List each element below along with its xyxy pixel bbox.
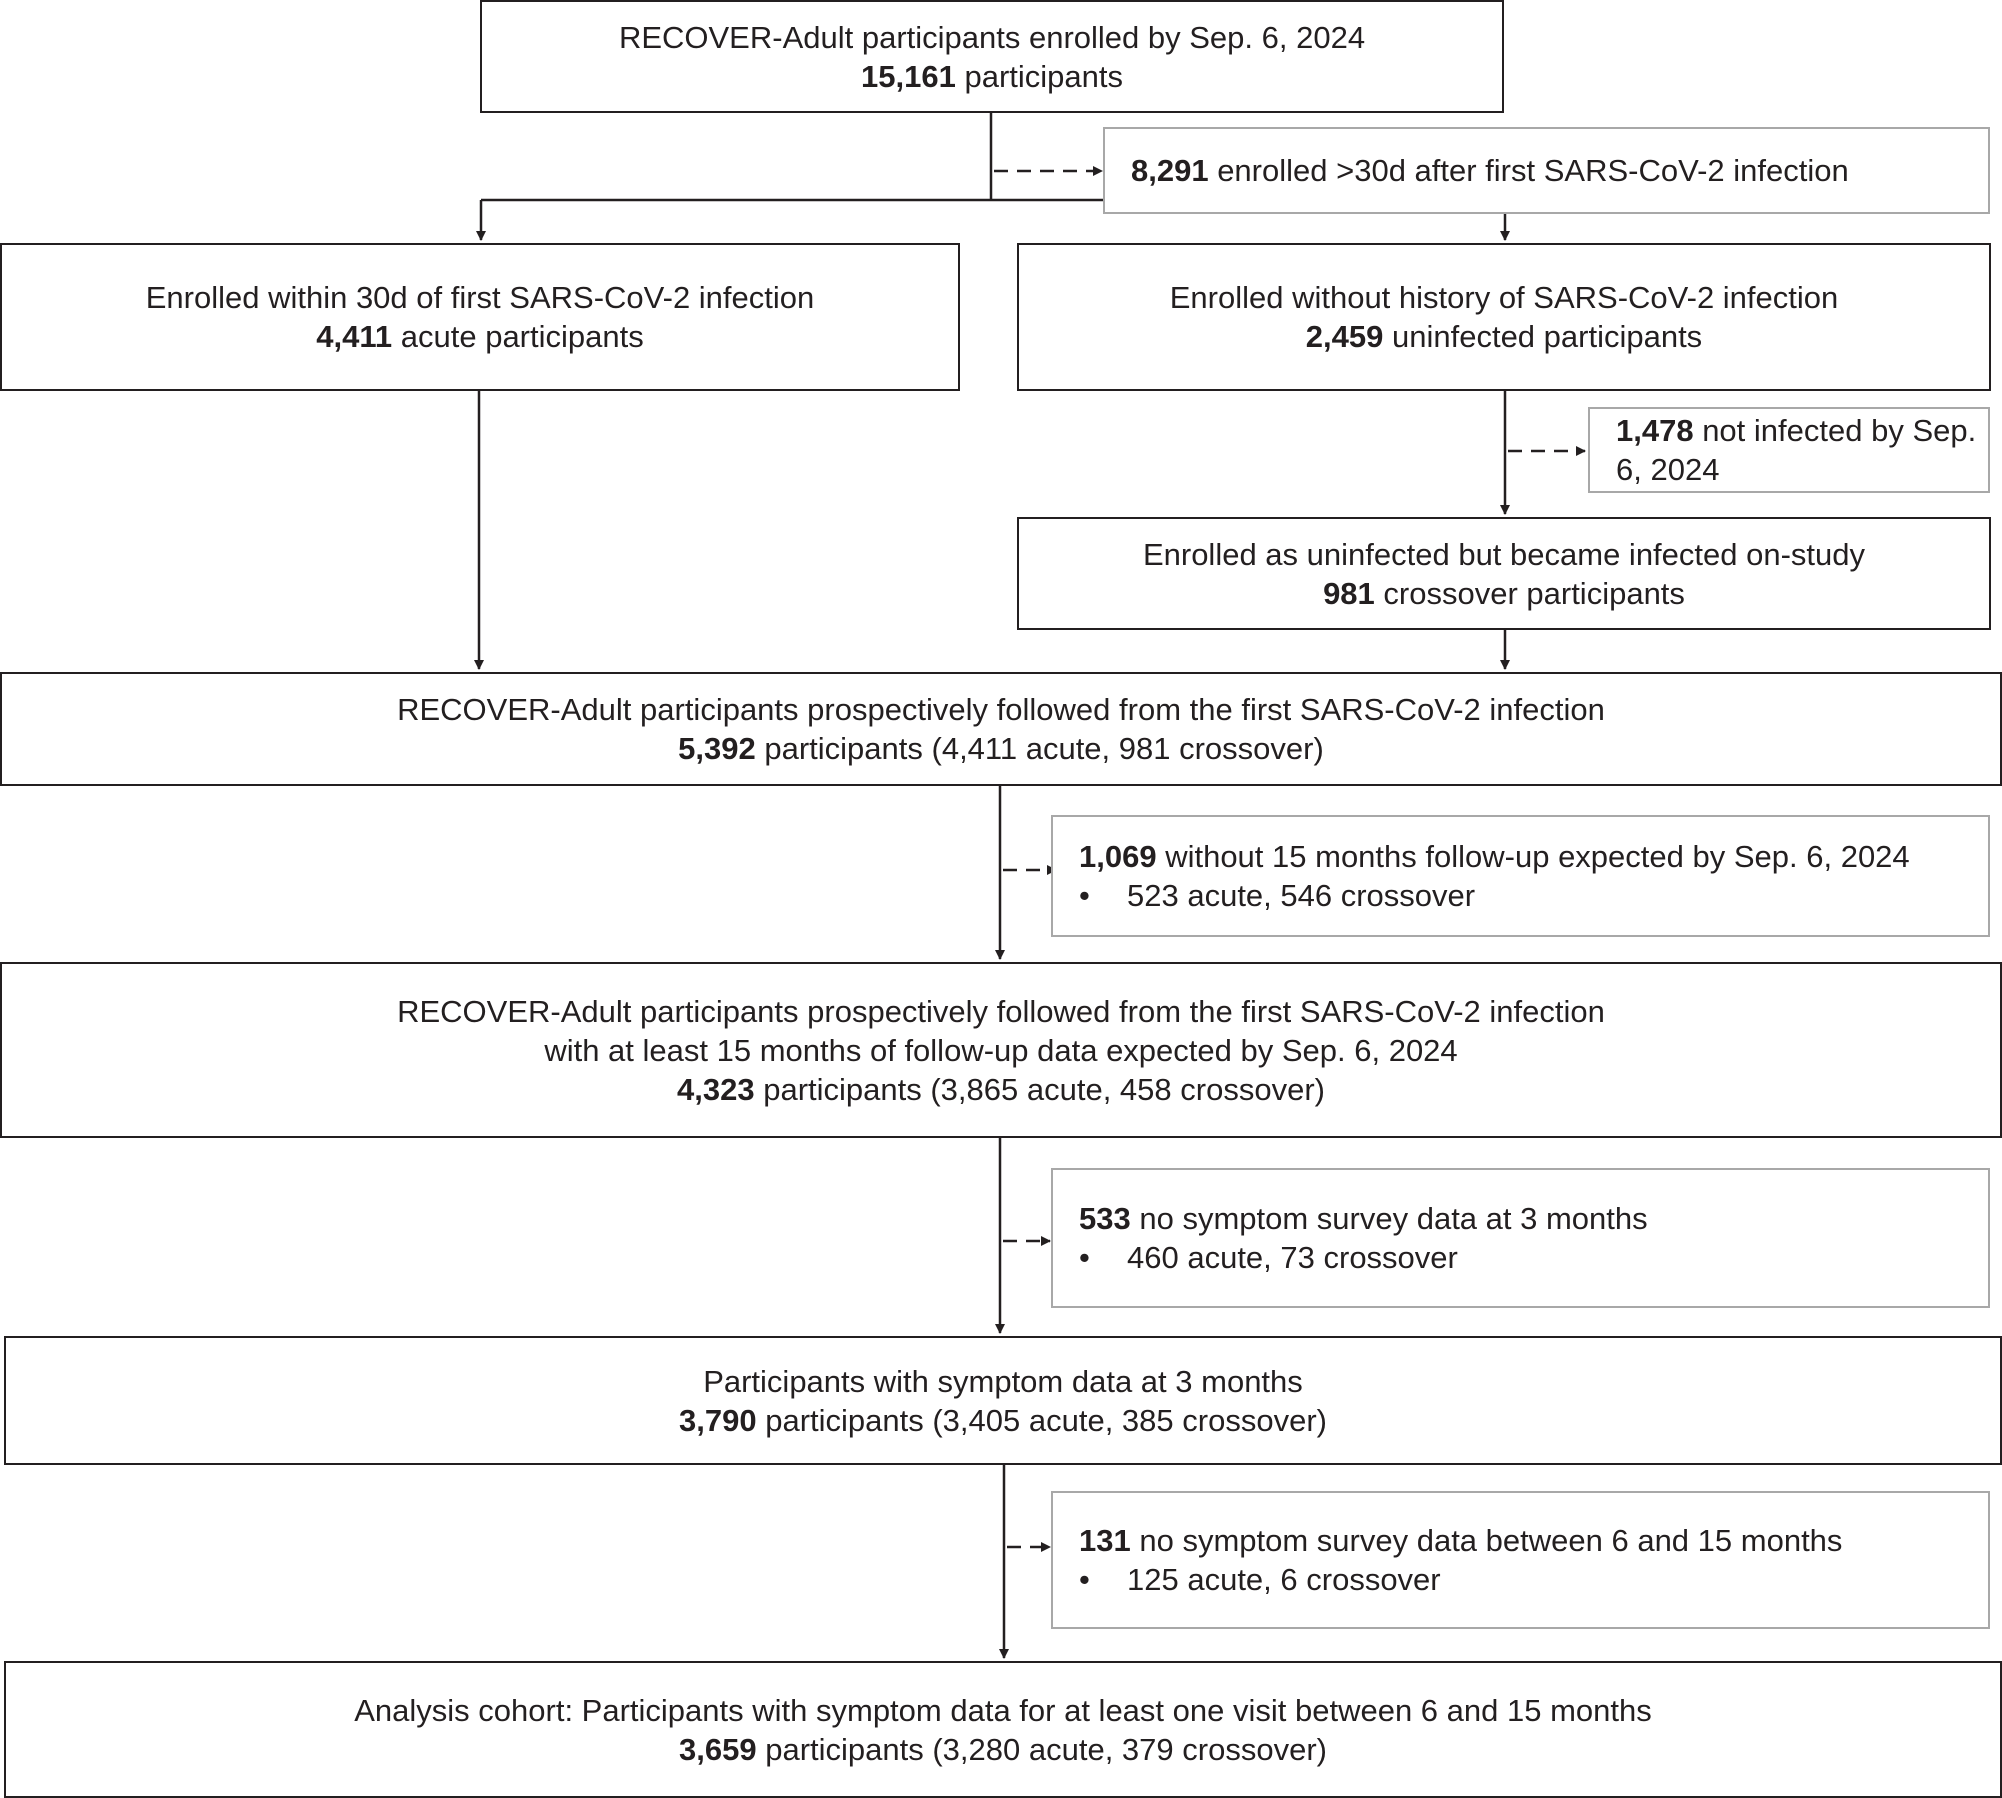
enrolled-count-suffix: participants <box>955 58 1123 94</box>
followed-15m-count: 4,323 <box>677 1071 755 1107</box>
not-infected-line: 1,478 not infected by Sep. 6, 2024 <box>1616 411 1988 489</box>
acute-box: Enrolled within 30d of first SARS-CoV-2 … <box>0 243 960 391</box>
followed-title: RECOVER-Adult participants prospectively… <box>397 692 1605 727</box>
enrolled-count-line: 15,161 participants <box>861 57 1123 96</box>
excluded-followup-line: 1,069 without 15 months follow-up expect… <box>1079 837 1988 876</box>
followed-count-line: 5,392 participants (4,411 acute, 981 cro… <box>678 729 1324 768</box>
uninfected-box: Enrolled without history of SARS-CoV-2 i… <box>1017 243 1991 391</box>
acute-title: Enrolled within 30d of first SARS-CoV-2 … <box>145 280 815 315</box>
excluded-6-15m-detail-row: • 125 acute, 6 crossover <box>1079 1560 1988 1599</box>
symptom-3m-count-line: 3,790 participants (3,405 acute, 385 cro… <box>679 1401 1327 1440</box>
followed-15m-box: RECOVER-Adult participants prospectively… <box>0 962 2002 1138</box>
acute-count: 4,411 <box>316 319 393 354</box>
acute-count-line: 4,411 acute participants <box>316 317 643 356</box>
followed-15m-subtitle: with at least 15 months of follow-up dat… <box>544 1032 1458 1068</box>
excluded-30d-text: enrolled >30d after first SARS-CoV-2 inf… <box>1208 153 1849 188</box>
followed-15m-count-line: 4,323 participants (3,865 acute, 458 cro… <box>677 1070 1325 1109</box>
excluded-6-15m-box: 131 no symptom survey data between 6 and… <box>1051 1491 1990 1629</box>
symptom-3m-count-suffix: participants (3,405 acute, 385 crossover… <box>756 1402 1327 1438</box>
symptom-3m-box: Participants with symptom data at 3 mont… <box>4 1336 2002 1465</box>
not-infected-box: 1,478 not infected by Sep. 6, 2024 <box>1588 407 1990 493</box>
excluded-followup-box: 1,069 without 15 months follow-up expect… <box>1051 815 1990 937</box>
bullet-icon: • <box>1079 1562 1090 1597</box>
excluded-6-15m-text: no symptom survey data between 6 and 15 … <box>1130 1523 1843 1558</box>
acute-count-suffix: acute participants <box>392 319 644 354</box>
not-infected-text: not infected by Sep. 6, 2024 <box>1616 413 1977 487</box>
excluded-30d-line: 8,291 enrolled >30d after first SARS-CoV… <box>1131 151 1988 190</box>
followed-15m-count-suffix: participants (3,865 acute, 458 crossover… <box>754 1071 1325 1107</box>
excluded-3m-line: 533 no symptom survey data at 3 months <box>1079 1199 1988 1238</box>
excluded-6-15m-line: 131 no symptom survey data between 6 and… <box>1079 1521 1988 1560</box>
excluded-followup-text: without 15 months follow-up expected by … <box>1156 839 1910 874</box>
uninfected-count-line: 2,459 uninfected participants <box>1306 317 1702 356</box>
excluded-3m-count: 533 <box>1079 1201 1131 1236</box>
analysis-count-suffix: participants (3,280 acute, 379 crossover… <box>756 1731 1327 1767</box>
crossover-box: Enrolled as uninfected but became infect… <box>1017 517 1991 630</box>
excluded-followup-detail-row: • 523 acute, 546 crossover <box>1079 876 1988 915</box>
symptom-3m-title: Participants with symptom data at 3 mont… <box>703 1363 1303 1399</box>
crossover-count-suffix: crossover participants <box>1374 575 1685 611</box>
uninfected-title: Enrolled without history of SARS-CoV-2 i… <box>1169 280 1839 315</box>
crossover-count-line: 981 crossover participants <box>1323 574 1685 613</box>
followed-count-suffix: participants (4,411 acute, 981 crossover… <box>755 731 1324 766</box>
analysis-title: Analysis cohort: Participants with sympt… <box>354 1692 1652 1728</box>
excluded-6-15m-detail: 125 acute, 6 crossover <box>1127 1562 1441 1597</box>
analysis-cohort-box: Analysis cohort: Participants with sympt… <box>4 1661 2002 1798</box>
excluded-followup-detail: 523 acute, 546 crossover <box>1127 878 1476 913</box>
excluded-30d-count: 8,291 <box>1131 153 1209 188</box>
not-infected-count: 1,478 <box>1616 413 1694 448</box>
analysis-count: 3,659 <box>679 1731 757 1767</box>
excluded-followup-count: 1,069 <box>1079 839 1157 874</box>
crossover-count: 981 <box>1323 575 1375 611</box>
excluded-3m-text: no symptom survey data at 3 months <box>1130 1201 1648 1236</box>
excluded-3m-box: 533 no symptom survey data at 3 months •… <box>1051 1168 1990 1308</box>
enrolled-count: 15,161 <box>861 58 956 94</box>
enrolled-box: RECOVER-Adult participants enrolled by S… <box>480 0 1504 113</box>
uninfected-count-suffix: uninfected participants <box>1383 319 1703 354</box>
bullet-icon: • <box>1079 1240 1090 1275</box>
excluded-3m-detail-row: • 460 acute, 73 crossover <box>1079 1238 1988 1277</box>
followed-15m-title: RECOVER-Adult participants prospectively… <box>397 993 1605 1029</box>
followed-count: 5,392 <box>678 731 756 766</box>
analysis-count-line: 3,659 participants (3,280 acute, 379 cro… <box>679 1730 1327 1769</box>
excluded-6-15m-count: 131 <box>1079 1523 1131 1558</box>
uninfected-count: 2,459 <box>1305 319 1384 354</box>
excluded-3m-detail: 460 acute, 73 crossover <box>1127 1240 1458 1275</box>
enrolled-title: RECOVER-Adult participants enrolled by S… <box>618 19 1366 55</box>
symptom-3m-count: 3,790 <box>679 1402 757 1438</box>
excluded-30d-box: 8,291 enrolled >30d after first SARS-CoV… <box>1103 127 1990 214</box>
bullet-icon: • <box>1079 878 1090 913</box>
crossover-title: Enrolled as uninfected but became infect… <box>1142 536 1866 572</box>
followed-box: RECOVER-Adult participants prospectively… <box>0 672 2002 786</box>
